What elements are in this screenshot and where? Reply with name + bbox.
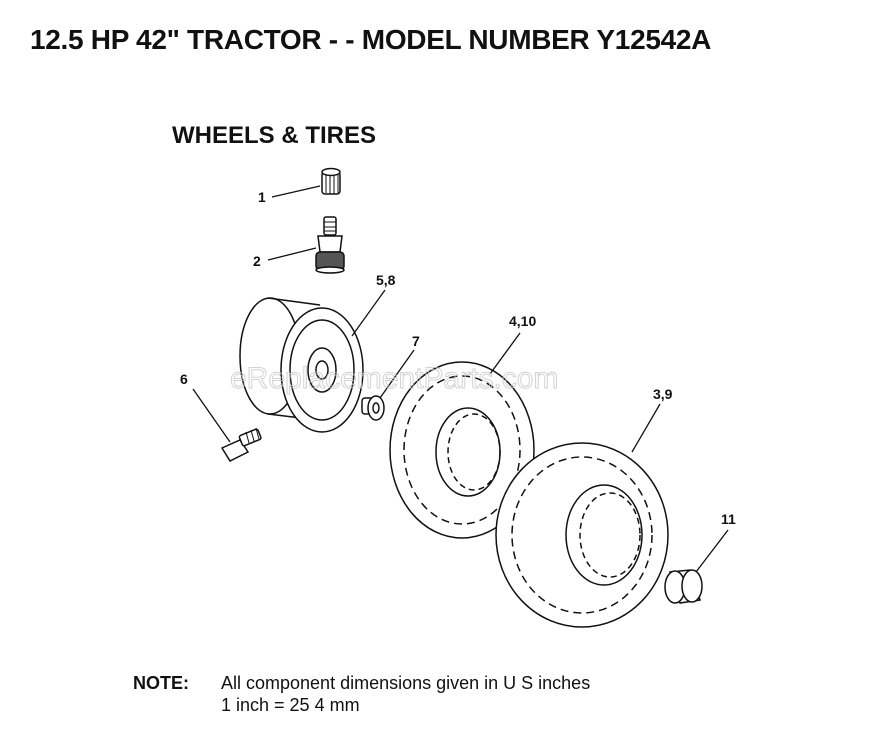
page-title: 12.5 HP 42" TRACTOR - - MODEL NUMBER Y12…: [30, 24, 712, 55]
tire-part: [389, 361, 535, 539]
valve-stem-part: [315, 216, 345, 274]
note-label: NOTE:: [133, 673, 189, 693]
tire-assembly-part: [495, 442, 669, 628]
note: NOTE: All component dimensions given in U…: [133, 672, 590, 716]
leader-line-3-9: [631, 403, 661, 453]
note-line-1: All component dimensions given in U S in…: [221, 673, 591, 693]
section-title: WHEELS & TIRES: [172, 122, 377, 149]
leader-line-5-8: [351, 289, 386, 337]
leader-line-7: [379, 349, 415, 399]
valve-cap-part: [321, 167, 341, 195]
leader-line-4-10: [489, 332, 521, 375]
callout-3-9: 3,9: [653, 386, 673, 402]
wheel-rim-part: [239, 297, 364, 433]
hub-cap-part: [664, 569, 703, 604]
leader-line-2: [267, 247, 317, 261]
bushing-part: [361, 395, 385, 421]
leader-line-1: [271, 185, 321, 198]
watermark: eReplacementParts.com: [230, 362, 558, 395]
callout-7: 7: [412, 333, 420, 349]
note-text: All component dimensions given in U S in…: [221, 672, 590, 716]
leader-line-11: [695, 529, 729, 573]
callout-1: 1: [258, 189, 266, 205]
callout-4-10: 4,10: [509, 313, 536, 329]
note-line-2: 1 inch = 25 4 mm: [221, 695, 360, 715]
callout-2: 2: [253, 253, 261, 269]
leader-line-6: [192, 388, 231, 443]
callout-11: 11: [721, 511, 736, 527]
lug-bolt-part: [220, 427, 262, 462]
callout-5-8: 5,8: [376, 272, 396, 288]
callout-6: 6: [180, 371, 188, 387]
